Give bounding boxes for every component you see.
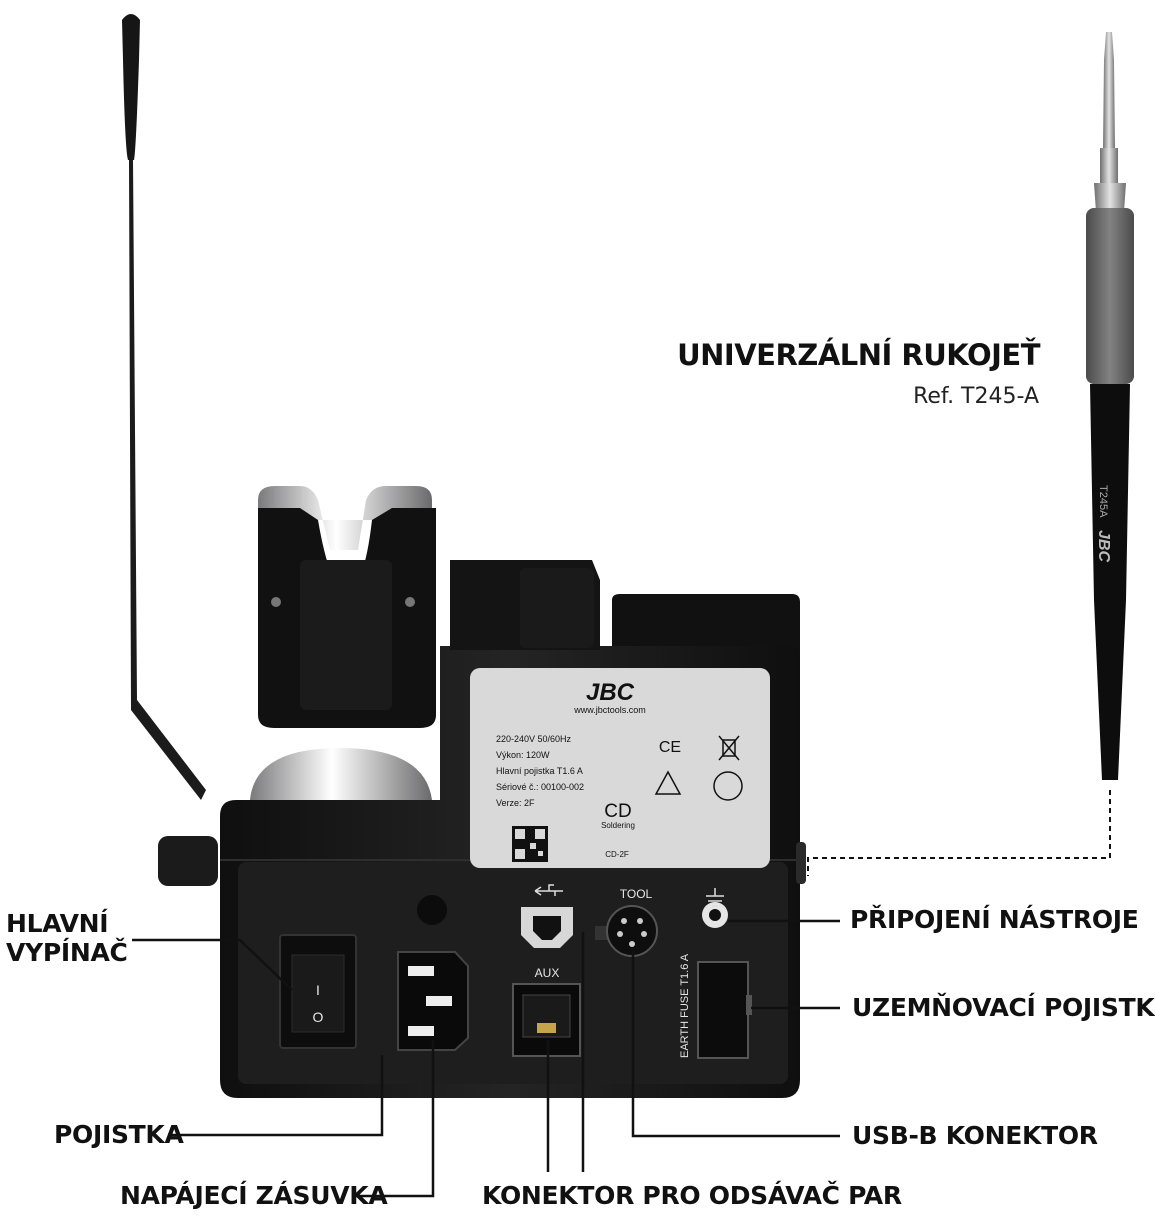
plate-line-3: Sériové č.: 00100-002 (496, 782, 584, 792)
switch-on-mark: I (316, 982, 320, 998)
callout-leaders (132, 790, 1111, 1198)
callout-earth-fuse: UZEMŇOVACÍ POJISTKA (852, 993, 1155, 1022)
usb-icon (534, 884, 563, 896)
weee-bin-icon (718, 735, 740, 761)
usb-b-port[interactable] (521, 907, 573, 948)
iron-holder (258, 486, 600, 728)
callout-power-socket: NAPÁJECÍ ZÁSUVKA (120, 1181, 388, 1210)
plate-brand: JBC (586, 679, 635, 706)
earth-fuse-holder[interactable] (697, 961, 752, 1059)
plate-line-0: 220-240V 50/60Hz (496, 734, 572, 744)
tip-cleaner-dome (250, 748, 432, 800)
earth-icon (706, 888, 724, 907)
callout-tool-connection: PŘIPOJENÍ NÁSTROJE (850, 905, 1139, 934)
callout-main-switch: HLAVNÍ VYPÍNAČ (6, 909, 128, 967)
leader-tool-to-usb (631, 950, 840, 1138)
power-socket[interactable] (397, 951, 469, 1051)
aux-port[interactable] (512, 983, 581, 1057)
main-switch[interactable]: I O (279, 934, 357, 1049)
handle-engraving-model: T245A (1097, 485, 1109, 518)
tool-port-label: TOOL (620, 887, 653, 901)
handle-ref: Ref. T245-A (913, 384, 1039, 409)
callout-usb: USB-B KONEKTOR (852, 1121, 1098, 1150)
plate-line-1: Výkon: 120W (496, 750, 550, 760)
earth-jack[interactable] (702, 902, 728, 928)
handle-title: UNIVERZÁLNÍ RUKOJEŤ (677, 338, 1040, 372)
ce-mark: CE (659, 739, 681, 756)
plate-website: www.jbctools.com (573, 705, 646, 715)
plate-model-code: CD-2F (605, 850, 629, 859)
antenna-rod (122, 14, 218, 886)
callout-fume-extractor: KONEKTOR PRO ODSÁVAČ PAR (482, 1181, 902, 1210)
tool-connector[interactable] (595, 905, 658, 957)
qr-code-icon (512, 826, 548, 862)
leader-fuse (168, 1055, 384, 1137)
aux-port-label: AUX (535, 966, 560, 980)
handle-engraving-brand: JBC (1095, 530, 1112, 562)
leader-main-switch (132, 938, 293, 991)
leader-power-socket (356, 1040, 435, 1198)
handle-cable-dashed-line (807, 790, 1111, 876)
plate-line-2: Hlavní pojistka T1.6 A (496, 766, 583, 776)
plate-line-4: Verze: 2F (496, 798, 535, 808)
esd-icon (654, 770, 682, 795)
fume-knob (417, 895, 447, 925)
plate-model-big: CD (604, 801, 631, 822)
switch-off-mark: O (313, 1009, 324, 1025)
label-plate: JBC www.jbctools.com 220-240V 50/60Hz Vý… (470, 668, 770, 868)
soldering-handle: T245A JBC (1086, 32, 1134, 780)
plate-model-sub: Soldering (601, 821, 635, 830)
callout-fuse: POJISTKA (54, 1120, 184, 1149)
cert-mark-icon (713, 771, 743, 801)
earth-fuse-label: EARTH FUSE T1.6 A (679, 953, 691, 1058)
